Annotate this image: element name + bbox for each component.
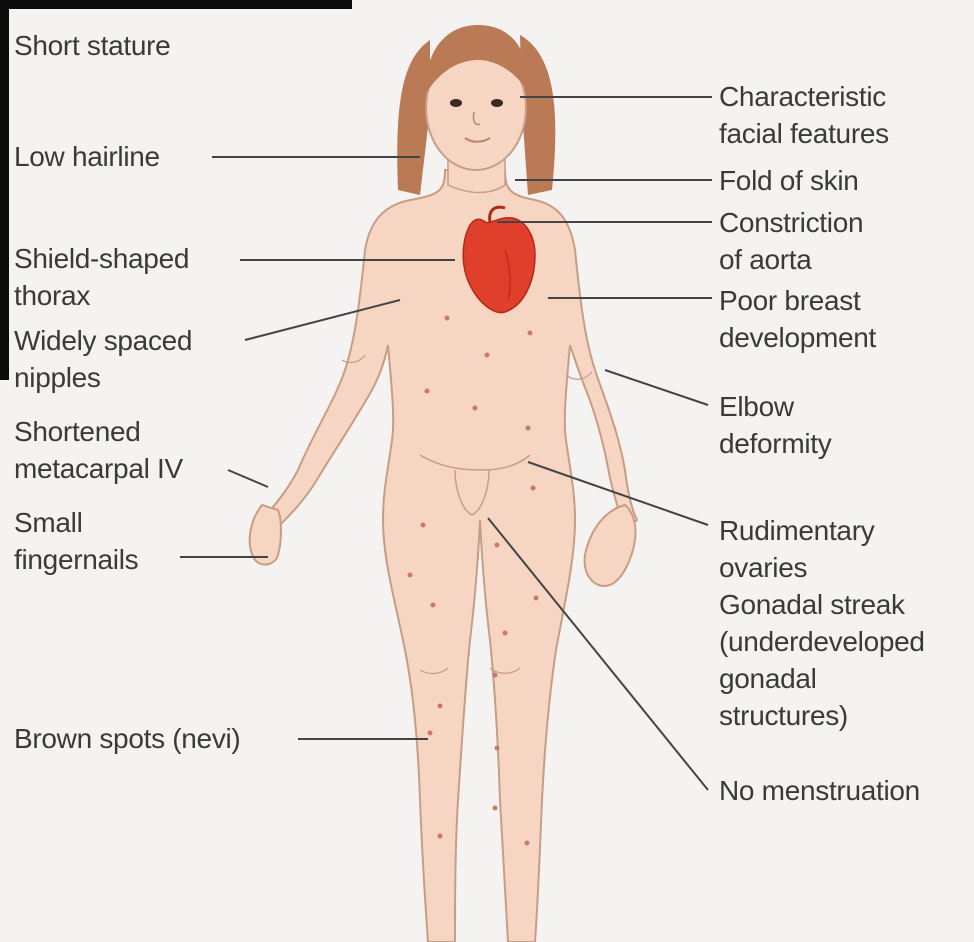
torso-body: [250, 150, 637, 942]
label-line: Brown spots (nevi): [14, 720, 240, 757]
label-line: Low hairline: [14, 138, 160, 175]
label-line: development: [719, 319, 876, 356]
label-facial-features: Characteristicfacial features: [719, 78, 889, 152]
label-line: Short stature: [14, 27, 170, 64]
label-line: (underdeveloped: [719, 623, 925, 660]
label-line: Fold of skin: [719, 162, 859, 199]
label-line: thorax: [14, 277, 189, 314]
label-line: Poor breast: [719, 282, 876, 319]
label-brown-spots: Brown spots (nevi): [14, 720, 240, 757]
label-small-fingernails: Smallfingernails: [14, 504, 138, 578]
label-line: of aorta: [719, 241, 863, 278]
label-shield-thorax: Shield-shapedthorax: [14, 240, 189, 314]
label-line: Shield-shaped: [14, 240, 189, 277]
leader-elbow-deformity: [605, 370, 708, 405]
label-no-menstruation: No menstruation: [719, 772, 920, 809]
leader-shortened-metacarpal: [228, 470, 268, 487]
label-line: No menstruation: [719, 772, 920, 809]
label-line: fingernails: [14, 541, 138, 578]
label-line: metacarpal IV: [14, 450, 183, 487]
label-line: structures): [719, 697, 925, 734]
label-line: Elbow: [719, 388, 831, 425]
label-line: Characteristic: [719, 78, 889, 115]
left-eye: [450, 99, 462, 107]
label-short-stature: Short stature: [14, 27, 170, 64]
head: [425, 25, 530, 170]
label-line: facial features: [719, 115, 889, 152]
label-line: gonadal: [719, 660, 925, 697]
label-widely-spaced: Widely spacednipples: [14, 322, 192, 396]
label-fold-of-skin: Fold of skin: [719, 162, 859, 199]
label-line: Rudimentary: [719, 512, 925, 549]
label-line: Gonadal streak: [719, 586, 925, 623]
label-poor-breast: Poor breastdevelopment: [719, 282, 876, 356]
label-line: Small: [14, 504, 138, 541]
label-constriction-aorta: Constrictionof aorta: [719, 204, 863, 278]
label-line: Widely spaced: [14, 322, 192, 359]
label-low-hairline: Low hairline: [14, 138, 160, 175]
label-line: Constriction: [719, 204, 863, 241]
label-rudimentary-ovaries: RudimentaryovariesGonadal streak(underde…: [719, 512, 925, 734]
label-line: ovaries: [719, 549, 925, 586]
right-eye: [491, 99, 503, 107]
label-line: nipples: [14, 359, 192, 396]
label-line: deformity: [719, 425, 831, 462]
label-elbow-deformity: Elbowdeformity: [719, 388, 831, 462]
label-shortened-metacarpal: Shortenedmetacarpal IV: [14, 413, 183, 487]
label-line: Shortened: [14, 413, 183, 450]
